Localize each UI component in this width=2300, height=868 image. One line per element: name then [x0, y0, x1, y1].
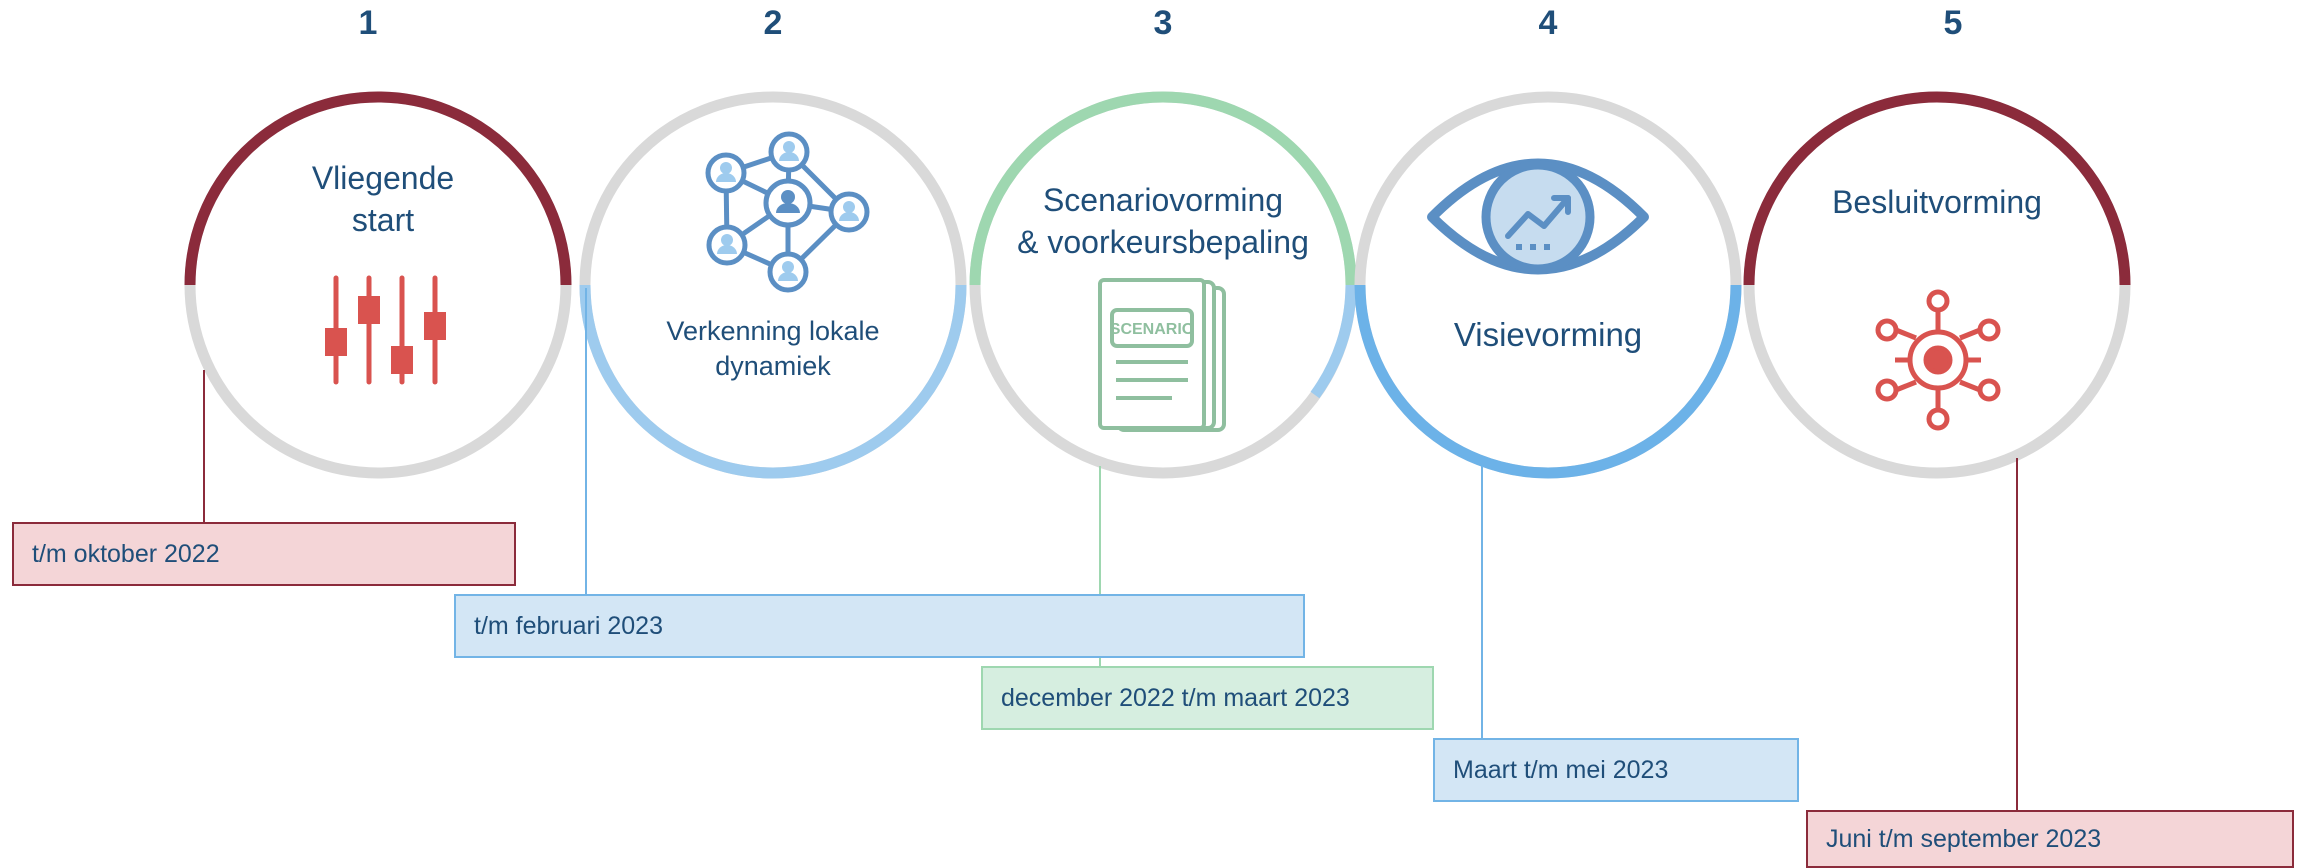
- step-1-ring-accent: [184, 91, 572, 286]
- eye-chart-icon: [1427, 158, 1649, 275]
- network-people-icon: [705, 131, 870, 293]
- step-4-number: 4: [1538, 4, 1558, 42]
- step-2-ring-accent: [579, 284, 967, 479]
- step-3-ring-blue: [1310, 284, 1357, 399]
- step-2-number: 2: [763, 4, 783, 42]
- step-1-period-bar: t/m oktober 2022: [12, 522, 516, 586]
- step-1-title-line2: start: [351, 201, 415, 238]
- step-3-title: Scenariovorming & voorkeursbepaling: [978, 180, 1348, 263]
- step-3-period-bar: december 2022 t/m maart 2023: [981, 666, 1434, 730]
- step-1-title: Vliegende start: [243, 158, 523, 241]
- scenario-icon-label: SCENARIO: [1110, 321, 1194, 338]
- step-4-ring-accent: [1354, 284, 1742, 479]
- step-5-ring-accent: [1743, 91, 2131, 286]
- step-3-title-line1: Scenariovorming: [1042, 182, 1284, 218]
- step-2-title: Verkenning lokale dynamiek: [633, 314, 913, 384]
- step-5-period-bar: Juni t/m september 2023: [1806, 810, 2294, 868]
- sliders-icon: [325, 275, 446, 385]
- step-3-number: 3: [1153, 4, 1173, 42]
- step-1-number: 1: [358, 4, 378, 42]
- step-4-title: Visievorming: [1453, 316, 1643, 353]
- step-2-title-line1: Verkenning lokale: [666, 316, 880, 346]
- step-2-title-line2: dynamiek: [715, 351, 831, 382]
- step-5-title: Besluitvorming: [1832, 184, 2042, 220]
- step-5-number: 5: [1943, 4, 1963, 42]
- network-hub-icon: [1875, 289, 2001, 431]
- step-1-title-line1: Vliegende: [311, 160, 455, 196]
- scenario-document-icon: [1098, 278, 1226, 432]
- step-3-title-line2: & voorkeursbepaling: [1017, 223, 1309, 260]
- step-3-ring-accent: [969, 91, 1357, 286]
- step-4-period-bar: Maart t/m mei 2023: [1433, 738, 1799, 802]
- step-2-period-bar: t/m februari 2023: [454, 594, 1305, 658]
